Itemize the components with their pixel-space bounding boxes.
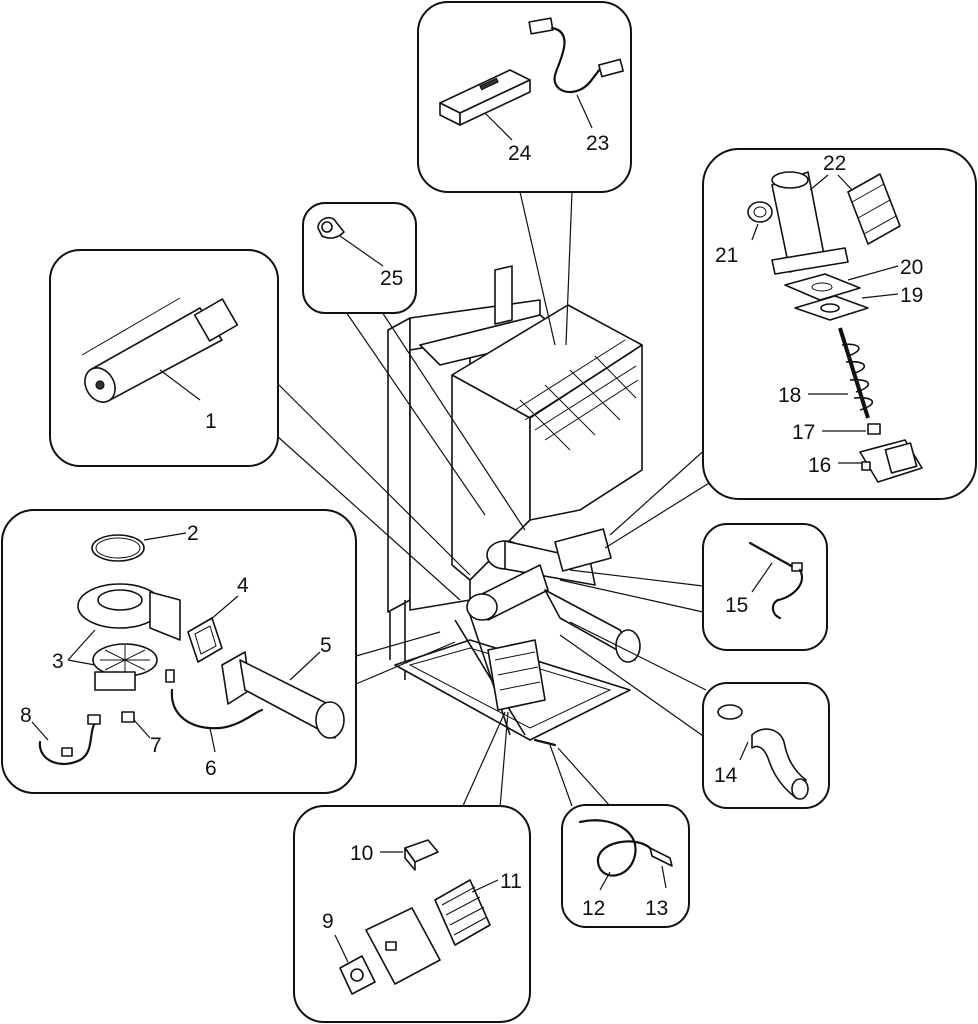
part-16-auger-motor — [859, 439, 923, 483]
part-25-clip — [317, 216, 345, 239]
callout-box-23-24: 24 23 — [417, 1, 632, 193]
callout-label-22: 22 — [823, 152, 846, 175]
callout-box-25: 25 — [302, 202, 417, 314]
callout-label-18: 18 — [778, 384, 801, 407]
callout-label-21: 21 — [715, 244, 738, 267]
part-mounting-plate — [365, 907, 441, 985]
part-18-auger-screw — [838, 327, 873, 419]
callout-box-15: 15 — [702, 523, 828, 651]
part-3-fan — [77, 583, 181, 691]
part-6-sensor-wire — [165, 669, 264, 730]
callout-label-10: 10 — [350, 842, 373, 865]
callout-label-2: 2 — [187, 522, 199, 545]
callout-label-12: 12 — [582, 897, 605, 920]
callout-label-4: 4 — [237, 574, 249, 597]
callout-label-17: 17 — [792, 421, 815, 444]
callout-label-16: 16 — [808, 454, 831, 477]
part-5-exhaust-pipe — [221, 651, 345, 739]
callout-label-3: 3 — [52, 650, 64, 673]
callout-label-9: 9 — [322, 910, 334, 933]
callout-label-14: 14 — [714, 764, 738, 787]
part-15-sensor — [748, 541, 803, 620]
leader-lines — [276, 191, 731, 809]
part-2-gasket — [91, 534, 145, 562]
part-12-13-probe — [578, 819, 673, 877]
part-8-wire-harness — [38, 714, 101, 765]
part-7-connector — [121, 711, 135, 723]
callout-label-13: 13 — [645, 897, 668, 920]
callout-label-11: 11 — [500, 870, 522, 893]
callout-box-2-8: 2 3 4 5 — [1, 509, 357, 794]
callout-label-20: 20 — [900, 256, 923, 279]
callout-box-12-13: 12 13 — [561, 804, 690, 928]
callout-label-19: 19 — [900, 284, 923, 307]
callout-label-24: 24 — [508, 142, 532, 165]
part-14-hose — [717, 704, 809, 800]
callout-box-16-22: 22 21 20 19 18 17 16 — [702, 148, 977, 500]
part-4-plate — [187, 617, 223, 663]
callout-label-5: 5 — [320, 634, 332, 657]
callout-label-15: 15 — [725, 594, 748, 617]
callout-label-7: 7 — [150, 734, 162, 757]
part-9-module — [339, 955, 376, 995]
part-10-relay — [404, 839, 439, 871]
callout-box-14: 14 — [702, 682, 830, 809]
part-22-auger-tube — [771, 171, 901, 275]
callout-label-1: 1 — [205, 410, 217, 433]
callout-box-9-11: 10 11 9 — [293, 805, 531, 1023]
part-17-bushing — [867, 423, 881, 435]
central-stove-assembly — [387, 265, 643, 747]
part-23-cable — [528, 17, 624, 93]
part-21-seal-ring — [747, 201, 773, 223]
callout-box-1: 1 — [49, 249, 279, 467]
part-24-mounting-block — [439, 69, 531, 126]
callout-label-8: 8 — [20, 704, 32, 727]
part-1-igniter — [81, 297, 239, 403]
callout-label-23: 23 — [586, 132, 609, 155]
part-11-control-board — [434, 879, 491, 946]
callout-label-25: 25 — [380, 267, 403, 290]
part-20-gasket — [784, 273, 861, 301]
callout-label-6: 6 — [205, 757, 217, 780]
